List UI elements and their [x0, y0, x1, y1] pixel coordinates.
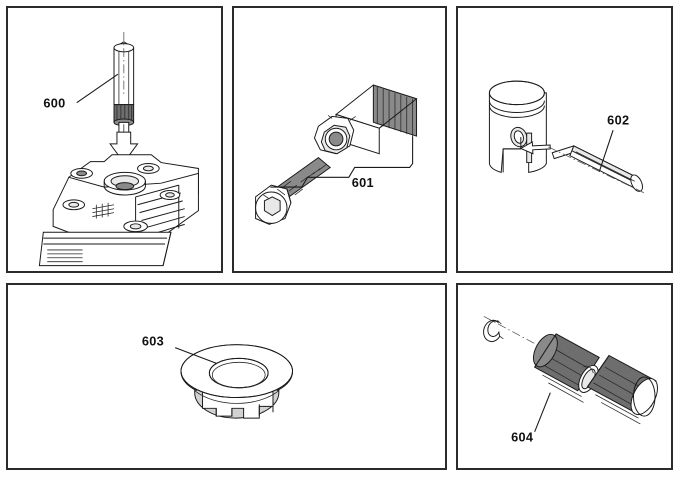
leader-602 — [598, 130, 614, 172]
pin-knurl-right — [593, 366, 651, 425]
installation-arrow — [109, 131, 139, 164]
knurled-bushing — [313, 84, 418, 155]
leader-600 — [76, 73, 119, 104]
direction-arrow — [519, 141, 551, 155]
callout-603: 603 — [142, 334, 164, 349]
panel-604: 604 — [456, 283, 673, 470]
leader-604 — [534, 392, 551, 432]
panel-601-artwork: 601 — [255, 84, 418, 225]
panel-600-artwork: 600 — [38, 32, 199, 267]
panel-604-artwork: 604 — [483, 315, 658, 445]
cylinder-head — [38, 154, 199, 267]
piston — [488, 80, 547, 174]
knurl-hatch — [376, 86, 414, 137]
callout-600: 600 — [43, 96, 65, 111]
panel-600: 600 — [6, 6, 223, 273]
cast-marking — [92, 202, 115, 219]
bolt-bosses — [62, 163, 181, 233]
cap-screw — [255, 157, 331, 225]
panel-602: 602 — [456, 6, 673, 273]
ring-collar — [180, 344, 294, 419]
panel-603-artwork: 603 — [142, 334, 294, 419]
base-fins — [47, 249, 83, 263]
callout-604: 604 — [511, 430, 533, 445]
thread-hatch — [282, 164, 327, 196]
piston-pin-right — [586, 354, 658, 425]
callout-602: 602 — [607, 112, 629, 127]
leader-601 — [270, 136, 414, 188]
callout-601: 601 — [352, 175, 374, 190]
panel-601: 601 — [232, 6, 447, 273]
panel-603: 603 — [6, 283, 447, 470]
panel-602-artwork: 602 — [488, 80, 647, 195]
pin-knurl-left — [540, 347, 594, 403]
leader-603 — [174, 347, 217, 364]
circlip — [483, 319, 504, 343]
drift-punch — [548, 145, 647, 195]
driver-tool — [113, 32, 135, 149]
